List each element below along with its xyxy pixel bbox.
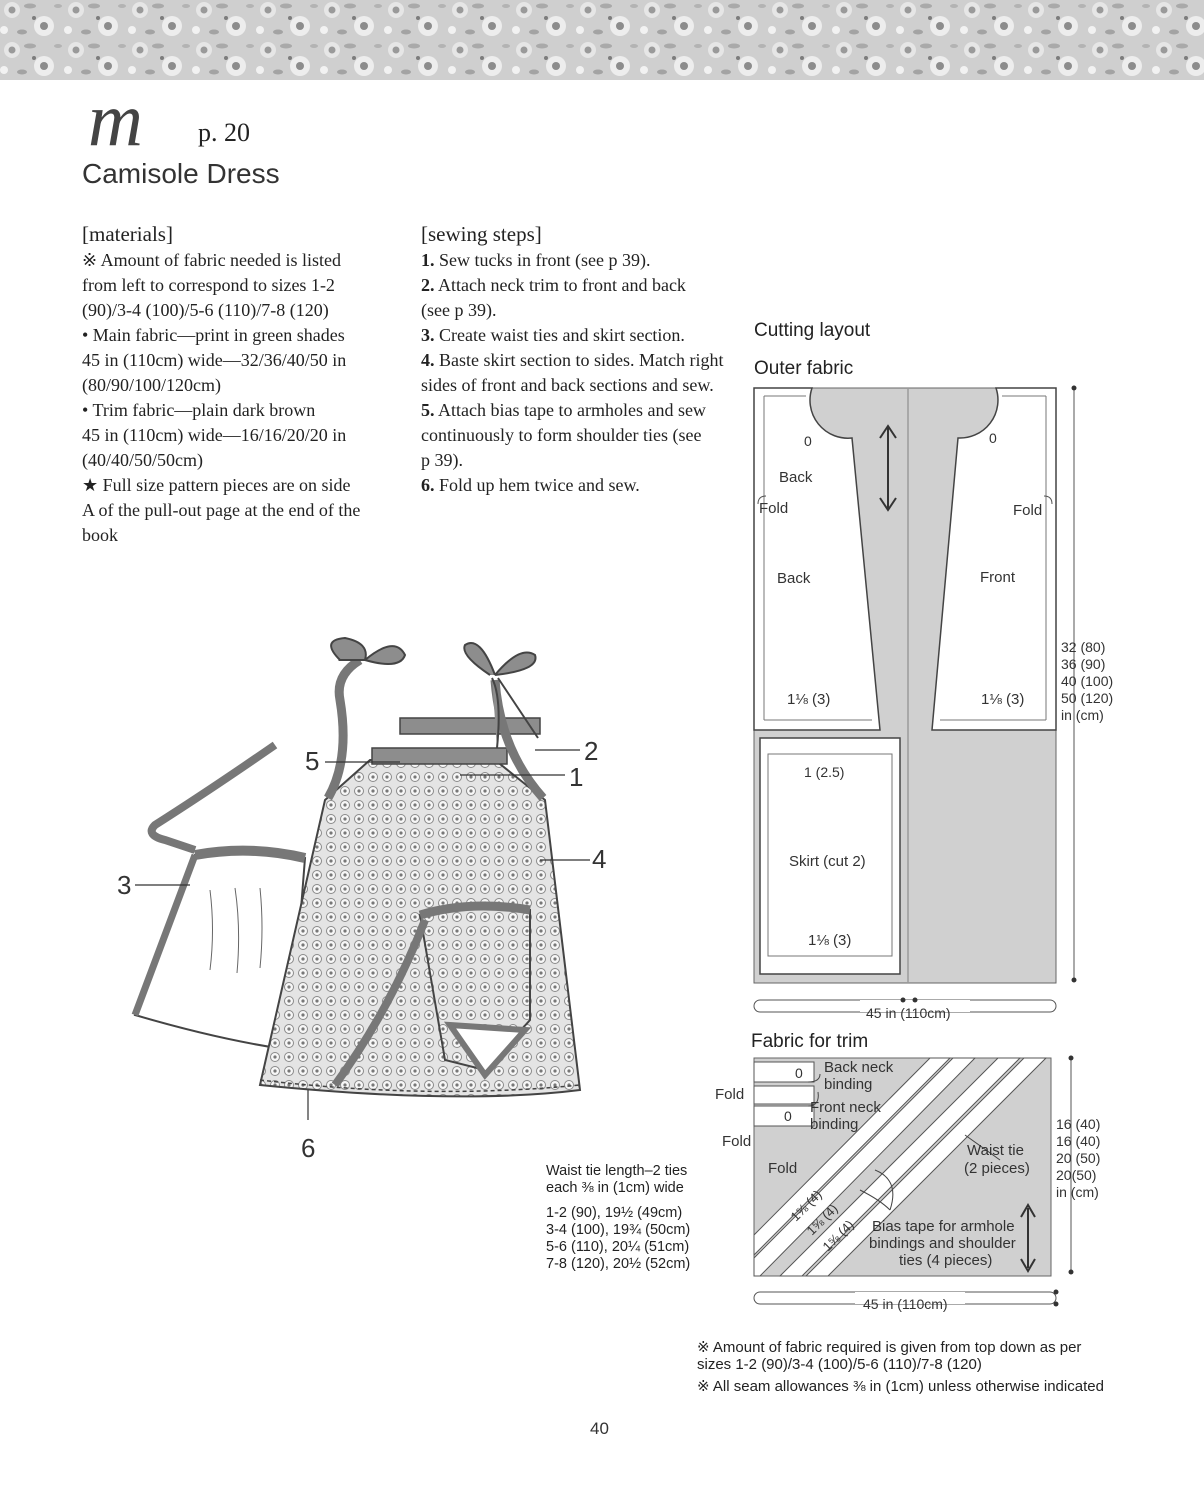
waist-tie-size: 5-6 (110), 20¼ (51cm) bbox=[546, 1239, 690, 1255]
step-line: 6. Fold up hem twice and sew. bbox=[421, 475, 640, 495]
steps-heading: [sewing steps] bbox=[421, 222, 542, 246]
length-size: 50 (120) bbox=[1061, 690, 1113, 706]
waist-tie-heading: Waist tie length–2 ties bbox=[546, 1163, 688, 1179]
fold-label: Fold bbox=[1013, 502, 1042, 519]
floral-banner bbox=[0, 0, 1204, 80]
materials-heading: [materials] bbox=[82, 222, 173, 246]
fold-label: Fold bbox=[759, 500, 788, 517]
materials-line: (80/90/100/120cm) bbox=[82, 375, 221, 395]
skirt-bottom-seam: 1⅛ (3) bbox=[808, 932, 851, 949]
back-piece-label: Back bbox=[777, 570, 811, 587]
materials-line: book bbox=[82, 525, 118, 545]
waist-tie-note: Waist tie length–2 ties each ⅜ in (1cm) … bbox=[546, 1163, 690, 1273]
materials-line: 45 in (110cm) wide—16/16/20/20 in bbox=[82, 425, 347, 445]
trim-length-size: 16 (40) bbox=[1056, 1116, 1100, 1132]
page-ref: p. 20 bbox=[198, 118, 250, 147]
page-number: 40 bbox=[590, 1419, 609, 1438]
skirt-top-seam: 1 (2.5) bbox=[804, 764, 844, 780]
waist-tie-label: (2 pieces) bbox=[964, 1160, 1030, 1177]
outer-width: 45 in (110cm) bbox=[866, 1005, 951, 1021]
length-size: in (cm) bbox=[1061, 707, 1104, 723]
step-line: 1. Sew tucks in front (see p 39). bbox=[421, 250, 651, 270]
bias-tape-label: ties (4 pieces) bbox=[899, 1252, 992, 1269]
step-line: (see p 39). bbox=[421, 300, 497, 320]
trim-length-size: 16 (40) bbox=[1056, 1133, 1100, 1149]
front-neck-label: Front neck bbox=[810, 1099, 881, 1116]
waist-tie-label: Waist tie bbox=[967, 1142, 1024, 1159]
materials-line: (40/40/50/50cm) bbox=[82, 450, 203, 470]
page-title: Camisole Dress bbox=[82, 158, 280, 189]
section-letter: m bbox=[88, 78, 143, 162]
bias-tape-label: bindings and shoulder bbox=[869, 1235, 1016, 1252]
outer-fabric-heading: Outer fabric bbox=[754, 358, 854, 379]
materials-line: A of the pull-out page at the end of the bbox=[82, 500, 361, 520]
cutting-layout-heading: Cutting layout bbox=[754, 320, 871, 341]
waist-tie-size: 1-2 (90), 19½ (49cm) bbox=[546, 1205, 683, 1221]
step-line: 5. Attach bias tape to armholes and sew bbox=[421, 400, 706, 420]
front-neck-label: binding bbox=[810, 1116, 858, 1133]
materials-line: • Trim fabric—plain dark brown bbox=[82, 400, 316, 420]
trim-length-size: 20(50) bbox=[1056, 1167, 1096, 1183]
seam-back: 1⅛ (3) bbox=[787, 691, 830, 708]
step-line: 4. Baste skirt section to sides. Match r… bbox=[421, 350, 724, 370]
waist-tie-size: 7-8 (120), 20½ (52cm) bbox=[546, 1256, 691, 1272]
zero-mark: 0 bbox=[804, 433, 812, 449]
callout-6: 6 bbox=[301, 1133, 315, 1163]
zero-mark: 0 bbox=[784, 1108, 792, 1124]
skirt-label: Skirt (cut 2) bbox=[789, 853, 866, 870]
sewing-steps-section: [sewing steps] 1. Sew tucks in front (se… bbox=[421, 220, 741, 498]
length-size: 40 (100) bbox=[1061, 673, 1113, 689]
trim-width: 45 in (110cm) bbox=[863, 1296, 948, 1312]
waist-tie-heading: each ⅜ in (1cm) wide bbox=[546, 1180, 684, 1196]
bias-tape-label: Bias tape for armhole bbox=[872, 1218, 1015, 1235]
fold-label: Fold bbox=[715, 1086, 744, 1103]
materials-line: 45 in (110cm) wide—32/36/40/50 in bbox=[82, 350, 347, 370]
zero-mark: 0 bbox=[795, 1065, 803, 1081]
front-piece-label: Front bbox=[980, 569, 1016, 586]
back-neck-label: binding bbox=[824, 1076, 872, 1093]
length-size: 36 (90) bbox=[1061, 656, 1105, 672]
footnote: sizes 1-2 (90)/3-4 (100)/5-6 (110)/7-8 (… bbox=[697, 1356, 982, 1373]
trim-length-size: 20 (50) bbox=[1056, 1150, 1100, 1166]
callout-1: 1 bbox=[569, 762, 583, 792]
materials-line: (90)/3-4 (100)/5-6 (110)/7-8 (120) bbox=[82, 300, 329, 320]
length-size: 32 (80) bbox=[1061, 639, 1105, 655]
step-line: 2. Attach neck trim to front and back bbox=[421, 275, 686, 295]
materials-line: • Main fabric—print in green shades bbox=[82, 325, 345, 345]
callout-2: 2 bbox=[584, 736, 598, 766]
waist-tie-size: 3-4 (100), 19¾ (50cm) bbox=[546, 1222, 691, 1238]
callout-3: 3 bbox=[117, 870, 131, 900]
step-line: sides of front and back sections and sew… bbox=[421, 375, 714, 395]
back-upper-label: Back bbox=[779, 469, 813, 486]
callout-4: 4 bbox=[592, 844, 606, 874]
outer-fabric-diagram: 0 0 Back Fold Fold Back Front 1⅛ (3) 1⅛ … bbox=[753, 385, 1113, 1021]
footnotes: ※ Amount of fabric required is given fro… bbox=[697, 1339, 1104, 1395]
step-line: continuously to form shoulder ties (see bbox=[421, 425, 702, 445]
step-line: 3. Create waist ties and skirt section. bbox=[421, 325, 685, 345]
trim-length-size: in (cm) bbox=[1056, 1184, 1099, 1200]
callout-5: 5 bbox=[305, 746, 319, 776]
dress-illustration: 5 2 1 4 3 6 bbox=[117, 636, 606, 1163]
trim-fabric-diagram: 0 0 Back neck binding Front neck binding… bbox=[715, 1055, 1100, 1312]
materials-line: from left to correspond to sizes 1-2 bbox=[82, 275, 335, 295]
footnote: ※ Amount of fabric required is given fro… bbox=[697, 1339, 1082, 1356]
materials-line: ※ Amount of fabric needed is listed bbox=[82, 250, 342, 270]
materials-section: [materials] ※ Amount of fabric needed is… bbox=[82, 220, 402, 548]
back-neck-label: Back neck bbox=[824, 1059, 894, 1076]
step-line: p 39). bbox=[421, 450, 463, 470]
zero-mark: 0 bbox=[989, 430, 997, 446]
footnote: ※ All seam allowances ⅜ in (1cm) unless … bbox=[697, 1378, 1104, 1395]
fold-label: Fold bbox=[722, 1133, 751, 1150]
trim-fabric-heading: Fabric for trim bbox=[751, 1031, 869, 1052]
seam-front: 1⅛ (3) bbox=[981, 691, 1024, 708]
materials-line: ★ Full size pattern pieces are on side bbox=[82, 475, 351, 495]
fold-label: Fold bbox=[768, 1160, 797, 1177]
